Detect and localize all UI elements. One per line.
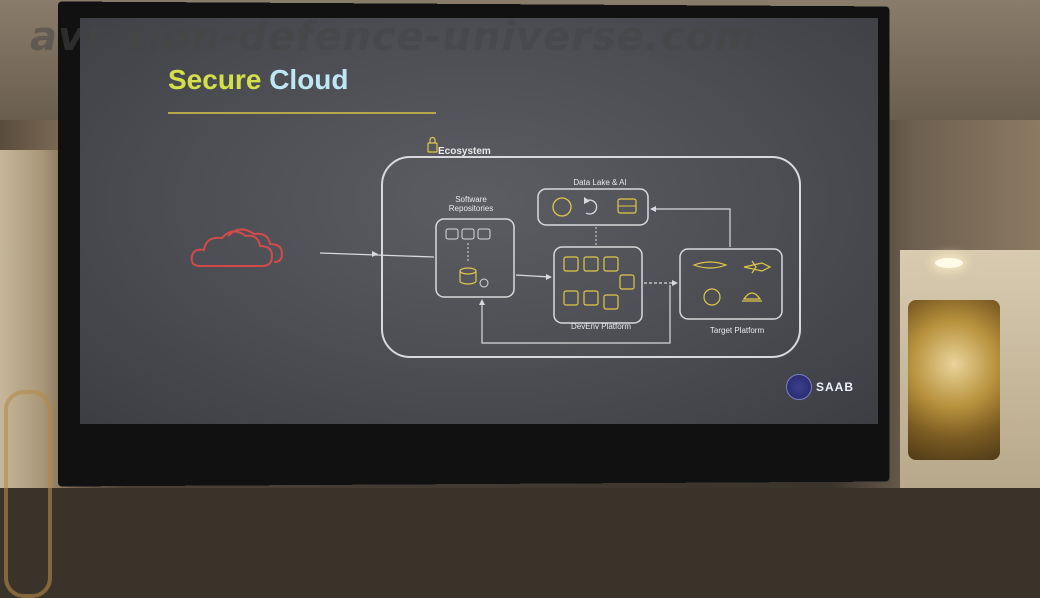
cloud-icon [190, 228, 284, 267]
saab-logo: SAAB [786, 374, 854, 400]
lock-icon [427, 136, 438, 153]
software-repositories-label: Software Repositories [448, 195, 494, 213]
jet-icon [743, 260, 772, 274]
slide-title: Secure Cloud [168, 64, 349, 96]
ceiling-light [935, 258, 963, 268]
database-icon [459, 267, 477, 285]
slide-title-secure: Secure [168, 64, 262, 95]
radar-icon [703, 288, 721, 306]
data-lake-label: Data Lake & AI [573, 178, 627, 187]
title-underline [168, 112, 436, 114]
refresh-icon [585, 199, 598, 215]
submarine-icon [692, 261, 728, 269]
gold-ornament [908, 300, 1000, 460]
watermark: aviation-defence-universe.com [30, 14, 757, 60]
ecosystem-label: Ecosystem [438, 146, 491, 157]
saab-griffin-icon [786, 374, 812, 400]
slide-title-cloud: Cloud [269, 64, 349, 95]
devenv-platform-label: DevEnv Platform [570, 322, 632, 331]
saab-logo-text: SAAB [816, 380, 855, 394]
brain-icon [552, 197, 572, 217]
ship-icon [742, 292, 762, 302]
puzzle-icon [563, 256, 635, 310]
ecosystem-diagram [319, 136, 801, 358]
column-scroll-ornament [4, 390, 52, 598]
server-icon [617, 198, 637, 214]
target-platform-label: Target Platform [709, 326, 765, 335]
